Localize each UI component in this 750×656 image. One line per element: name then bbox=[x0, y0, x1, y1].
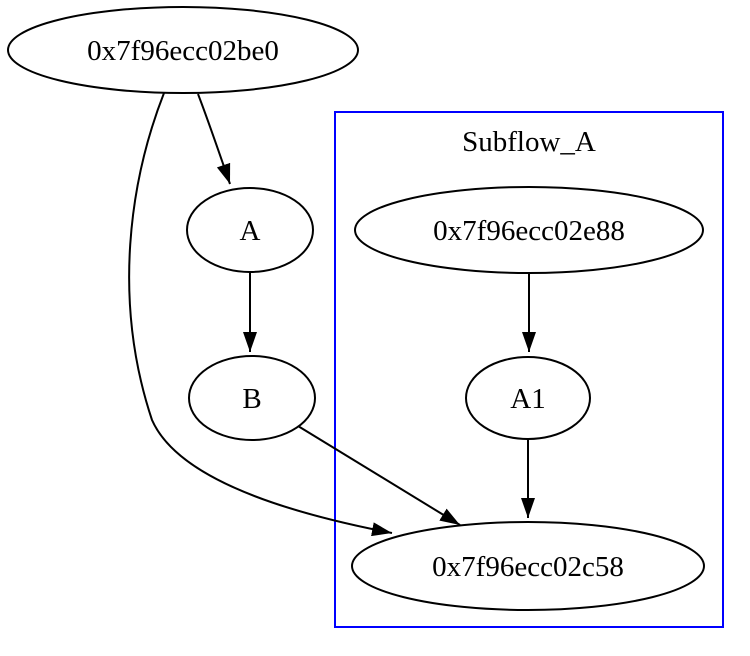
edge-0x7f96ecc02be0-to-0x7f96ecc02c58 bbox=[128, 92, 393, 537]
node-A1: A1 bbox=[465, 356, 591, 440]
node-B: B bbox=[188, 355, 316, 441]
edge-B-to-0x7f96ecc02c58 bbox=[297, 425, 461, 526]
node-B-shape bbox=[188, 355, 316, 441]
node-A1-shape bbox=[465, 356, 591, 440]
node-A-label: A bbox=[240, 215, 261, 247]
node-0x7f96ecc02be0: 0x7f96ecc02be0 bbox=[7, 6, 359, 94]
node-0x7f96ecc02be0-shape bbox=[7, 6, 359, 94]
node-B-label: B bbox=[242, 383, 261, 415]
node-A: A bbox=[186, 187, 314, 273]
node-0x7f96ecc02c58: 0x7f96ecc02c58 bbox=[351, 521, 705, 611]
node-0x7f96ecc02e88-label: 0x7f96ecc02e88 bbox=[433, 215, 625, 247]
cluster-subflow-a-label: Subflow_A bbox=[462, 126, 596, 158]
node-0x7f96ecc02c58-label: 0x7f96ecc02c58 bbox=[432, 551, 624, 583]
node-A-shape bbox=[186, 187, 314, 273]
node-0x7f96ecc02c58-shape bbox=[351, 521, 705, 611]
node-0x7f96ecc02e88-shape bbox=[354, 186, 704, 274]
node-0x7f96ecc02be0-label: 0x7f96ecc02be0 bbox=[87, 35, 279, 67]
node-A1-label: A1 bbox=[510, 383, 545, 415]
node-0x7f96ecc02e88: 0x7f96ecc02e88 bbox=[354, 186, 704, 274]
cluster-subflow-a-border bbox=[334, 111, 724, 628]
cluster-subflow-a: Subflow_A bbox=[334, 111, 724, 628]
edge-layer bbox=[128, 92, 536, 537]
edge-0x7f96ecc02be0-to-A bbox=[197, 93, 231, 185]
